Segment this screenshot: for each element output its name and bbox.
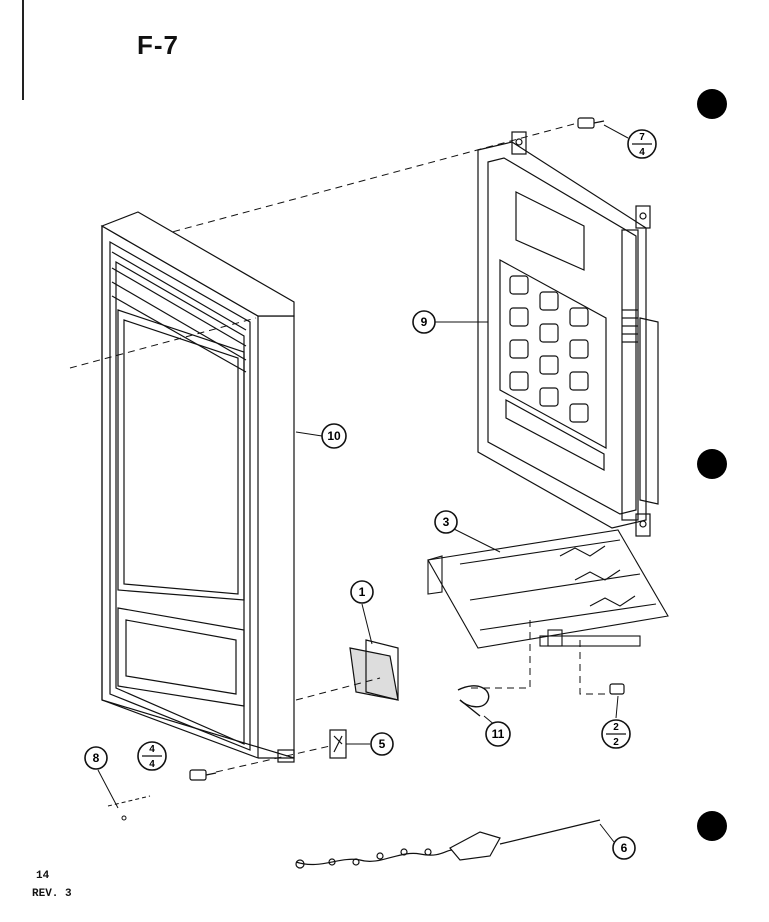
latch-spring-tail: [459, 699, 481, 717]
screw-bottom-left: [189, 769, 217, 781]
binder-hole-middle: [697, 449, 727, 479]
page-number: 14: [36, 870, 50, 882]
callout-8-label: 8: [93, 751, 100, 765]
callout-6-label: 6: [621, 841, 628, 855]
hinge-plate-part: [329, 729, 347, 759]
alignment-lines: [69, 123, 610, 773]
hinge-pin-part: [107, 795, 151, 821]
callout-11: 11: [485, 721, 511, 747]
callout-10-label: 10: [327, 429, 341, 443]
fraction-7-4-denominator: 4: [639, 147, 645, 158]
callout-8: 8: [84, 746, 108, 770]
callout-11-label: 11: [492, 727, 505, 741]
callout-3: 3: [434, 510, 458, 534]
callout-1: 1: [350, 580, 374, 604]
fraction-7-4-numerator: 7: [639, 132, 645, 143]
fraction-callout-4-4: 4 4: [137, 741, 167, 771]
fraction-4-4-numerator: 4: [149, 744, 155, 755]
figure-title: F-7: [137, 30, 179, 60]
binder-hole-bottom: [697, 811, 727, 841]
latch-board-part: [427, 529, 669, 649]
latch-spring-part: [457, 685, 490, 708]
door-tool-part: [295, 819, 601, 869]
fraction-2-2-numerator: 2: [613, 722, 619, 733]
callout-3-label: 3: [443, 515, 450, 529]
binder-hole-top: [697, 89, 727, 119]
callout-9-label: 9: [421, 315, 428, 329]
fraction-callout-7-4: 7 4: [627, 129, 657, 159]
callout-10: 10: [321, 423, 347, 449]
fraction-callout-2-2: 2 2: [601, 719, 631, 749]
latch-hook-part: [349, 639, 399, 701]
callout-5: 5: [370, 732, 394, 756]
fraction-4-4-denominator: 4: [149, 759, 155, 770]
callout-6: 6: [612, 836, 636, 860]
door-frame-part: [100, 211, 295, 763]
callout-1-label: 1: [359, 585, 366, 599]
control-panel-part: [477, 131, 659, 537]
screw-top: [577, 117, 605, 129]
fraction-2-2-denominator: 2: [613, 737, 619, 748]
leader-lines: [97, 124, 629, 843]
callout-5-label: 5: [379, 737, 386, 751]
screw-bottom-right: [609, 683, 625, 695]
callout-9: 9: [412, 310, 436, 334]
revision-label: REV. 3: [32, 888, 72, 900]
